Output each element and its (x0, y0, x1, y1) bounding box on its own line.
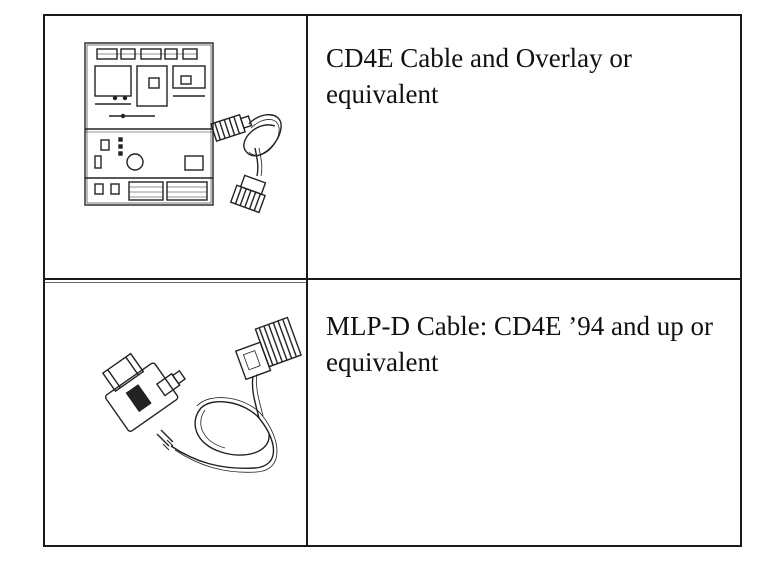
tool-description: MLP-D Cable: CD4E ’94 and up or equivale… (326, 311, 713, 377)
row-divider (45, 278, 740, 280)
mlp-d-cable-illustration (45, 284, 306, 545)
tool-description: CD4E Cable and Overlay or equivalent (326, 43, 632, 109)
tool-table: CD4E Cable and Overlay or equivalent (43, 14, 742, 547)
row-divider-double (45, 282, 306, 283)
table-row: CD4E Cable and Overlay or equivalent (45, 16, 740, 280)
column-divider (306, 16, 308, 545)
mlp-d-cable-icon (101, 316, 302, 473)
table-row: MLP-D Cable: CD4E ’94 and up or equivale… (45, 284, 740, 545)
description-cell: MLP-D Cable: CD4E ’94 and up or equivale… (308, 284, 740, 545)
description-cell: CD4E Cable and Overlay or equivalent (308, 16, 740, 280)
overlay-and-cable-icon (84, 42, 282, 214)
overlay-and-cable-illustration (45, 16, 306, 280)
